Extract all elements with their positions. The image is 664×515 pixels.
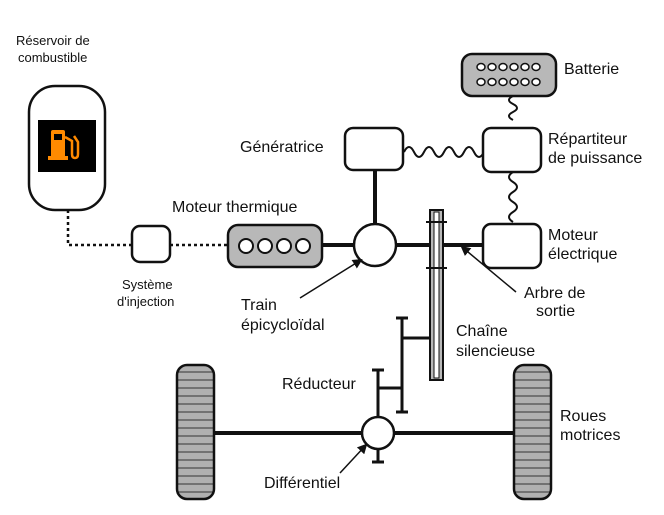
- differential: [360, 415, 396, 451]
- label-injection-2: d'injection: [117, 294, 174, 309]
- fuel-tank: [27, 84, 107, 212]
- battery: [460, 52, 558, 98]
- label-repartiteur-2: de puissance: [548, 150, 642, 167]
- label-reservoir-1: Réservoir de: [16, 33, 90, 48]
- planetary-gear: [352, 222, 398, 268]
- silent-chain: [426, 209, 447, 381]
- label-roues-1: Roues: [560, 408, 606, 425]
- power-splitter-box: [481, 126, 543, 174]
- label-roues-2: motrices: [560, 427, 620, 444]
- label-arbre-1: Arbre de: [524, 285, 585, 302]
- label-moteur-elec-2: électrique: [548, 246, 617, 263]
- label-repartiteur-1: Répartiteur: [548, 131, 628, 148]
- differentiel-arrow: [339, 443, 368, 474]
- label-moteur-elec-1: Moteur: [548, 227, 598, 244]
- label-injection-1: Système: [122, 277, 173, 292]
- battery-to-splitter-wire: [508, 95, 518, 121]
- label-reservoir-2: combustible: [18, 50, 87, 65]
- electric-motor-box: [481, 222, 543, 270]
- fuel-line: [66, 210, 132, 247]
- thermal-engine: [226, 223, 324, 269]
- fuel-pump-icon: [48, 130, 80, 160]
- label-reducteur: Réducteur: [282, 376, 356, 393]
- label-differentiel: Différentiel: [264, 475, 340, 492]
- train-arrow: [299, 258, 363, 299]
- splitter-to-motor-wire: [508, 171, 518, 223]
- generator-to-splitter-wire: [403, 146, 485, 158]
- label-batterie: Batterie: [564, 61, 619, 78]
- arbre-arrow: [460, 245, 517, 293]
- left-wheel: [175, 363, 216, 501]
- label-chaine-2: silencieuse: [456, 343, 535, 360]
- label-train-2: épicycloïdal: [241, 317, 325, 334]
- label-generatrice: Génératrice: [240, 139, 324, 156]
- label-chaine-1: Chaîne: [456, 323, 508, 340]
- label-arbre-2: sortie: [536, 303, 575, 320]
- right-wheel: [512, 363, 553, 501]
- generator-box: [343, 126, 405, 172]
- label-moteur-thermique: Moteur thermique: [172, 199, 297, 216]
- fuel-gauge-panel: [38, 120, 96, 172]
- label-train-1: Train: [241, 297, 277, 314]
- injection-system-box: [130, 224, 172, 264]
